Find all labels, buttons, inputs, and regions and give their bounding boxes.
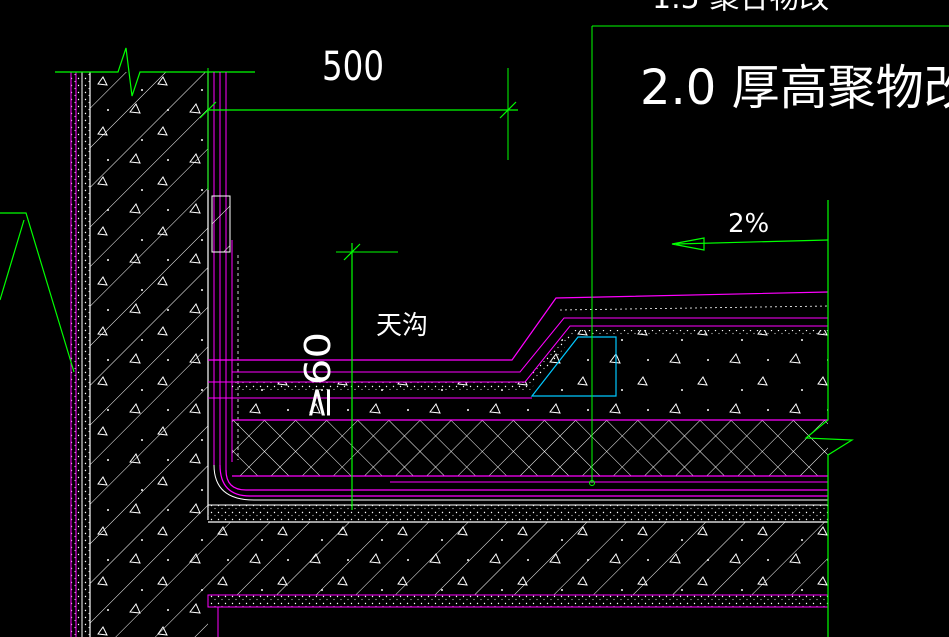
slope-label: 2%	[728, 209, 769, 239]
callout-leader	[589, 25, 949, 486]
dimension-500-text: 500	[322, 44, 384, 90]
wall-outer-layers	[70, 72, 90, 637]
gutter-label: 天沟	[376, 311, 428, 341]
left-break-line	[0, 212, 75, 373]
dimension-60-text: ≥60	[298, 332, 339, 420]
right-break-line	[804, 200, 854, 637]
cant-strip	[530, 336, 617, 397]
header-text-partial: 1.5 聚合物改	[652, 0, 829, 16]
insulation-layer	[232, 419, 828, 477]
slope-indicator: 2%	[671, 209, 829, 251]
left-wall	[89, 72, 209, 637]
dimension-500: 500	[199, 44, 518, 190]
material-label: 2.0 厚高聚物改	[640, 60, 949, 116]
screed-layer	[208, 291, 829, 420]
membrane-layers	[213, 464, 828, 501]
levelling-layer	[208, 504, 828, 522]
dimension-60: ≥60	[298, 243, 398, 510]
roof-slab	[207, 521, 829, 637]
wall-top-break-line	[55, 47, 255, 97]
